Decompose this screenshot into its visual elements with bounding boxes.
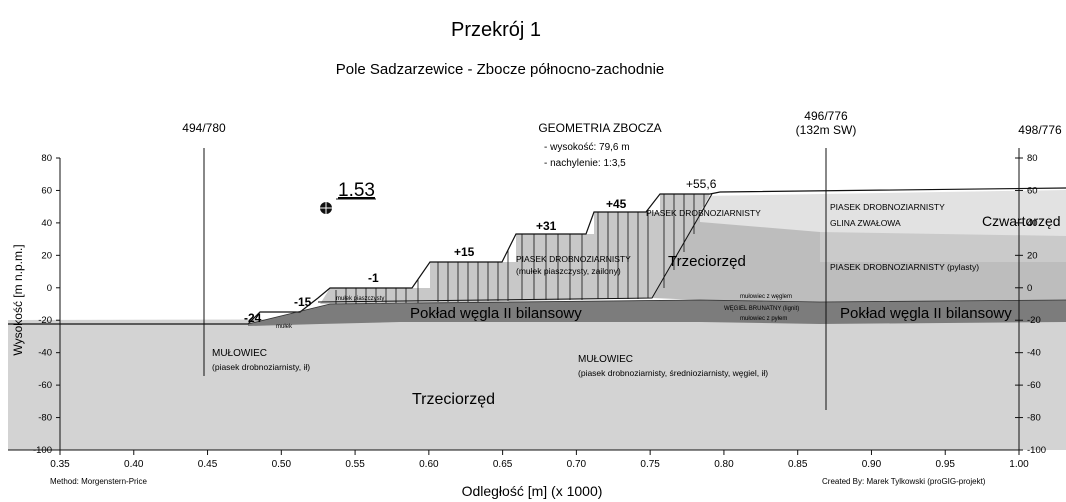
axes (8, 152, 1022, 451)
layer-label: Trzeciorzęd (668, 253, 746, 270)
bench-level: +31 (536, 219, 557, 233)
geometry-height: - wysokość: 79,6 m (544, 142, 630, 153)
y-tick-label: 60 (41, 185, 52, 196)
safety-factor: 1.53 (338, 180, 375, 201)
x-tick-label: 0.80 (714, 459, 734, 470)
bench-terraces (320, 194, 710, 304)
slip-surface (317, 193, 713, 303)
y-tick-label: -100 (33, 445, 52, 456)
right-tick-label: 0 (1027, 283, 1032, 294)
y-axis-label: Wysokość [m n.p.m.] (11, 244, 25, 355)
right-tick-label: -20 (1027, 315, 1041, 326)
layer-coal-seam (248, 300, 1066, 326)
right-tick-label: -100 (1027, 445, 1046, 456)
geometry-slope: - nachylenie: 1:3,5 (544, 158, 626, 169)
figure-subtitle: Pole Sadzarzewice - Zbocze północno-zach… (336, 61, 665, 78)
bench-level: -24 (244, 311, 262, 325)
x-tick-label: 1.00 (1009, 459, 1029, 470)
y-tick-label: 40 (41, 218, 52, 229)
layer-label: MUŁOWIEC (212, 348, 267, 359)
x-axis-ticks: 0.35 0.40 0.45 0.50 0.55 0.60 0.65 0.70 0.75 0.80… (50, 450, 1029, 470)
borehole-label-middle-sub: (132m SW) (796, 123, 857, 137)
bench-level: +15 (454, 245, 475, 259)
y-tick-label: -20 (38, 315, 52, 326)
x-tick-label: 0.45 (198, 459, 218, 470)
ground-surface-line (8, 187, 1066, 325)
x-tick-label: 0.65 (493, 459, 513, 470)
right-tick-label: -80 (1027, 413, 1041, 424)
x-tick-label: 0.85 (788, 459, 808, 470)
x-tick-label: 0.60 (419, 459, 439, 470)
right-axis-ticks: 80 60 40 20 0 -20 -40 -60 -80 -100 (1015, 153, 1046, 456)
bench-level: +45 (606, 197, 627, 211)
layer-label: mułowiec z węglem (740, 294, 792, 300)
coal-top-line (247, 299, 1066, 325)
layer-label: WĘGIEL BRUNATNY (lignit) (724, 306, 799, 312)
layer-label: PIASEK DROBNOZIARNISTY (pylasty) (830, 262, 979, 272)
layer-label: Pokład węgla II bilansowy (410, 305, 582, 322)
layer-quaternary (700, 190, 1066, 236)
bench-level: -1 (368, 271, 379, 285)
y-tick-label: -40 (38, 348, 52, 359)
figure-title: Przekrój 1 (451, 19, 541, 41)
x-tick-label: 0.40 (124, 459, 144, 470)
y-tick-label: 20 (41, 250, 52, 261)
borehole-label-right: 498/776 (1018, 123, 1062, 137)
x-tick-label: 0.95 (935, 459, 955, 470)
geology-layers (8, 187, 1066, 450)
right-tick-label: 40 (1027, 218, 1038, 229)
method-note: Method: Morgenstern-Price (50, 477, 147, 486)
layer-label: MUŁOWIEC (578, 354, 633, 365)
layer-label: PIASEK DROBNOZIARNISTY (646, 208, 761, 218)
x-tick-label: 0.70 (567, 459, 587, 470)
layer-label: GLINA ZWAŁOWA (830, 218, 901, 228)
slice-hatching (335, 194, 705, 304)
y-tick-label: -60 (38, 380, 52, 391)
x-tick-label: 0.50 (272, 459, 292, 470)
borehole-label-left: 494/780 (182, 121, 226, 135)
layer-label: (piasek drobnoziarnisty, średnioziarnist… (578, 368, 768, 378)
x-tick-label: 0.75 (640, 459, 660, 470)
geometry-heading: GEOMETRIA ZBOCZA (538, 121, 661, 135)
right-tick-label: 80 (1027, 153, 1038, 164)
x-tick-label: 0.35 (50, 459, 70, 470)
borehole-label-middle: 496/776 (804, 109, 848, 123)
layer-label: mułowiec z pyłem (740, 316, 787, 322)
right-tick-label: -40 (1027, 348, 1041, 359)
layer-lower-tertiary (8, 318, 1066, 450)
right-tick-label: 20 (1027, 250, 1038, 261)
y-axis-ticks: 80 60 40 20 0 -20 -40 -60 -80 -100 (33, 153, 61, 456)
layer-upper-tertiary-light (820, 228, 1066, 262)
right-tick-label: 60 (1027, 185, 1038, 196)
layer-label: Trzeciorzęd (412, 391, 495, 408)
x-axis-label: Odległość [m] (x 1000) (462, 483, 603, 499)
layer-label: mułek (276, 324, 293, 330)
layer-label: (piasek drobnoziarnisty, ił) (212, 362, 310, 372)
layer-label: Pokład węgla II bilansowy (840, 305, 1012, 322)
y-tick-label: 0 (47, 283, 52, 294)
layer-label: PIASEK DROBNOZIARNISTY (830, 202, 945, 212)
credit-note: Created By: Marek Tylkowski (proGIG-proj… (822, 477, 986, 486)
bench-level: +55,6 (686, 177, 717, 191)
bench-level: -15 (294, 295, 312, 309)
layer-label: (mułek piaszczysty, zailony) (516, 266, 621, 276)
layer-label: PIASEK DROBNOZIARNISTY (516, 254, 631, 264)
x-tick-label: 0.90 (862, 459, 882, 470)
layer-label: mułek piaszczysty (336, 296, 384, 302)
right-tick-label: -60 (1027, 380, 1041, 391)
x-tick-label: 0.55 (345, 459, 365, 470)
y-tick-label: 80 (41, 153, 52, 164)
layer-label: Czwartorzęd (982, 213, 1061, 229)
y-tick-label: -80 (38, 413, 52, 424)
